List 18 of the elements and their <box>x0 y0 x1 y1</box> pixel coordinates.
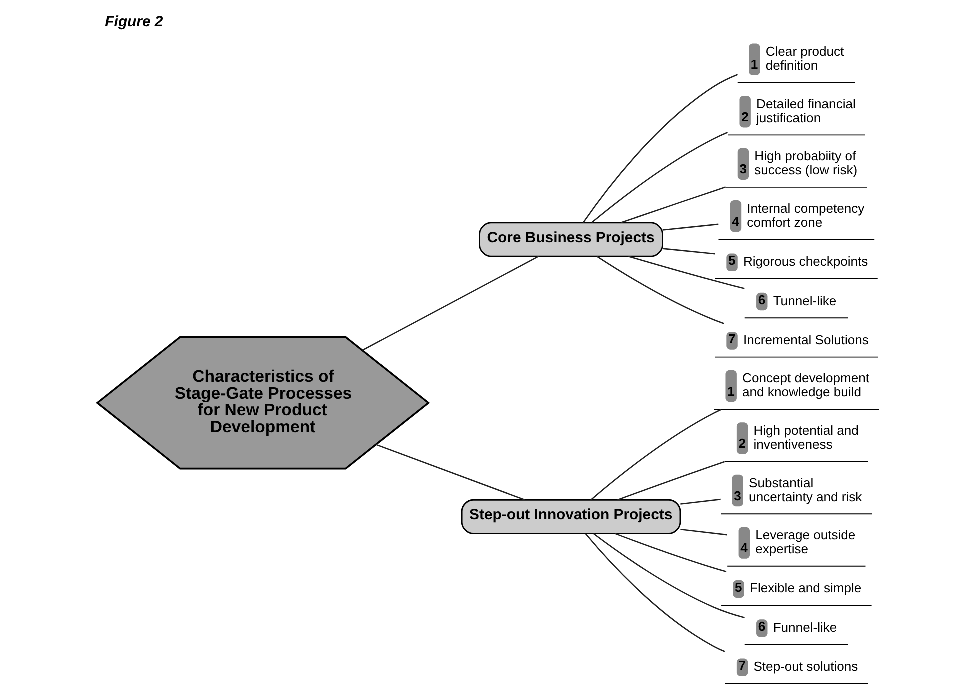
node-box: Step-out Innovation Projects <box>461 499 682 534</box>
connector <box>582 74 738 224</box>
connector <box>680 498 721 505</box>
connector <box>592 132 728 224</box>
connector <box>596 256 724 324</box>
node-box: Core Business Projects <box>479 222 664 258</box>
connector <box>662 248 716 255</box>
connector <box>620 186 726 224</box>
connector <box>628 256 745 290</box>
connector <box>680 528 728 536</box>
diagram-title: Figure 2 <box>105 14 164 31</box>
connector <box>615 533 727 573</box>
connector <box>585 534 726 652</box>
connector <box>662 224 719 231</box>
connector <box>590 409 722 501</box>
connector <box>618 461 726 501</box>
connector <box>362 256 540 352</box>
connector <box>376 444 526 501</box>
